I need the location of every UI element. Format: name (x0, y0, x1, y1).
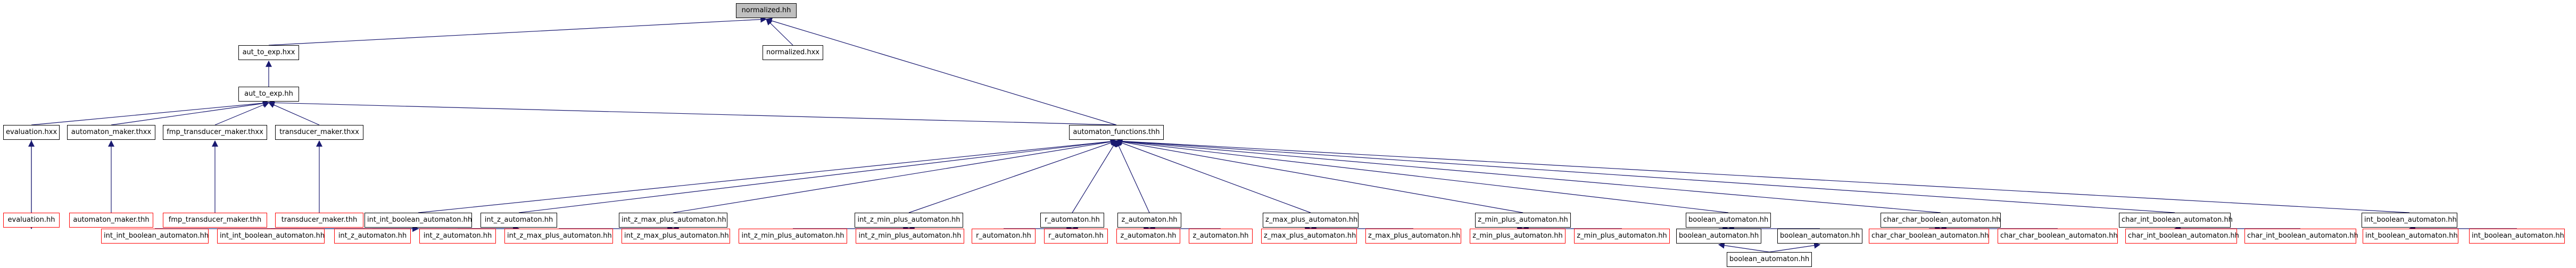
graph-node[interactable]: aut_to_exp.hxx (238, 45, 299, 60)
graph-edge (1116, 140, 1150, 213)
graph-node[interactable]: r_automaton.hh (1044, 229, 1108, 244)
graph-edge (908, 139, 1117, 213)
graph-edge (673, 138, 1117, 213)
graph-node[interactable]: int_int_boolean_automaton.hh (101, 229, 209, 244)
graph-edge (1769, 242, 1821, 253)
graph-edge (1115, 140, 1311, 213)
graph-node[interactable]: int_int_boolean_automaton.hh (217, 229, 325, 244)
graph-node[interactable]: normalized.hxx (763, 45, 823, 60)
graph-node[interactable]: z_automaton.hh (1117, 213, 1181, 228)
graph-node[interactable]: evaluation.hxx (3, 125, 60, 140)
graph-node[interactable]: int_boolean_automaton.hh (2469, 229, 2565, 244)
graph-node[interactable]: int_z_automaton.hh (481, 213, 557, 228)
graph-node[interactable]: char_int_boolean_automaton.hh (2244, 229, 2358, 244)
graph-edge (765, 18, 1117, 125)
graph-node[interactable]: int_boolean_automaton.hh (2362, 213, 2457, 228)
graph-edge (1115, 138, 2175, 213)
graph-node[interactable]: boolean_automaton.hh (1686, 213, 1771, 228)
graph-node[interactable]: fmp_transducer_maker.thh (163, 213, 267, 228)
graph-node[interactable]: z_automaton.hh (1116, 229, 1180, 244)
graph-node[interactable]: int_z_automaton.hh (334, 229, 411, 244)
graph-node[interactable]: int_z_min_plus_automaton.hh (856, 229, 964, 244)
graph-node[interactable]: int_z_max_plus_automaton.hh (619, 213, 727, 228)
graph-node[interactable]: int_int_boolean_automaton.hh (365, 213, 472, 228)
graph-node[interactable]: int_z_min_plus_automaton.hh (855, 213, 963, 228)
graph-node[interactable]: z_min_plus_automaton.hh (1470, 229, 1566, 244)
graph-node[interactable]: char_char_boolean_automaton.hh (1881, 213, 2001, 228)
graph-edge (518, 138, 1117, 213)
graph-node[interactable]: z_min_plus_automaton.hh (1574, 229, 1670, 244)
graph-edge (111, 100, 270, 125)
graph-edge (1115, 138, 1523, 213)
graph-node[interactable]: r_automaton.hh (1040, 213, 1104, 228)
graph-node[interactable]: char_char_boolean_automaton.hh (1998, 229, 2118, 244)
graph-node[interactable]: automaton_maker.thxx (67, 125, 155, 140)
graph-node[interactable]: z_min_plus_automaton.hh (1475, 213, 1571, 228)
graph-node[interactable]: transducer_maker.thxx (275, 125, 363, 140)
graph-edge (1115, 138, 2410, 213)
graph-node[interactable]: r_automaton.hh (972, 229, 1036, 244)
graph-node[interactable]: char_int_boolean_automaton.hh (2125, 229, 2239, 244)
graph-edge (268, 99, 1117, 125)
graph-edge (418, 138, 1117, 213)
graph-edge (268, 16, 767, 46)
graph-node[interactable]: z_max_plus_automaton.hh (1261, 229, 1357, 244)
graph-node[interactable]: fmp_transducer_maker.thxx (163, 125, 267, 140)
graph-node[interactable]: boolean_automaton.hh (1676, 229, 1761, 244)
graph-edge (31, 100, 270, 125)
graph-edge (1115, 138, 1729, 213)
graph-node[interactable]: int_z_max_plus_automaton.hh (622, 229, 730, 244)
graph-node[interactable]: int_z_automaton.hh (419, 229, 496, 244)
graph-node[interactable]: int_z_min_plus_automaton.hh (739, 229, 847, 244)
graph-edge (1072, 140, 1117, 213)
graph-node[interactable]: char_char_boolean_automaton.hh (1869, 229, 1989, 244)
graph-node[interactable]: normalized.hh (736, 3, 797, 18)
graph-node[interactable]: z_max_plus_automaton.hh (1365, 229, 1461, 244)
graph-node[interactable]: evaluation.hh (3, 213, 60, 228)
graph-node[interactable]: z_automaton.hh (1189, 229, 1253, 244)
graph-node[interactable]: transducer_maker.thh (275, 213, 363, 228)
graph-edge (1718, 242, 1770, 253)
graph-node[interactable]: char_int_boolean_automaton.hh (2119, 213, 2233, 228)
graph-node[interactable]: automaton_functions.thh (1069, 125, 1164, 140)
graph-edge (1115, 138, 1941, 213)
graph-node[interactable]: automaton_maker.thh (69, 213, 153, 228)
graph-edge (214, 102, 270, 125)
graph-node[interactable]: boolean_automaton.hh (1727, 252, 1812, 267)
graph-node[interactable]: aut_to_exp.hh (238, 87, 299, 102)
graph-edge (268, 102, 320, 125)
graph-node[interactable]: int_boolean_automaton.hh (2363, 229, 2458, 244)
graph-node[interactable]: boolean_automaton.hh (1777, 229, 1862, 244)
graph-node[interactable]: int_z_max_plus_automaton.hh (504, 229, 613, 244)
graph-node[interactable]: z_max_plus_automaton.hh (1263, 213, 1359, 228)
